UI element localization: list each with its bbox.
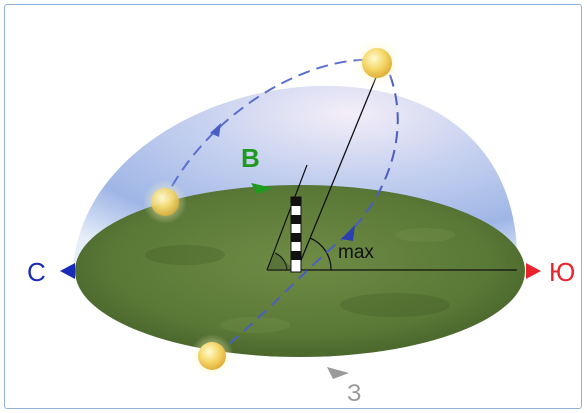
sun-setting-icon <box>190 334 234 378</box>
west-label: З <box>347 380 362 407</box>
sun-path-arrow-setting <box>341 225 355 241</box>
angle-arc-small <box>274 252 288 271</box>
sun-rising-icon <box>143 180 187 224</box>
diagram-frame: С Ю В З max <box>4 4 582 409</box>
sun-path-arrow-rising <box>210 123 221 137</box>
west-arrow-icon <box>327 367 349 379</box>
sun-path-diagram: С Ю В З max <box>27 39 575 407</box>
ground-texture <box>145 228 455 333</box>
shadow-wedge <box>267 253 295 270</box>
south-arrow-icon <box>526 263 541 279</box>
gnomon-pole <box>290 196 302 273</box>
north-arrow-icon <box>60 263 75 279</box>
east-arrow-icon <box>251 183 273 194</box>
sun-noon-icon <box>353 39 401 87</box>
vertical-reference-line <box>266 164 308 271</box>
max-angle-label: max <box>338 242 374 263</box>
sun-path-front <box>214 74 399 356</box>
north-label: С <box>27 257 46 287</box>
angle-arc-max <box>309 237 332 271</box>
south-label: Ю <box>549 257 575 287</box>
east-label: В <box>241 143 260 173</box>
sun-path-back <box>162 58 378 204</box>
